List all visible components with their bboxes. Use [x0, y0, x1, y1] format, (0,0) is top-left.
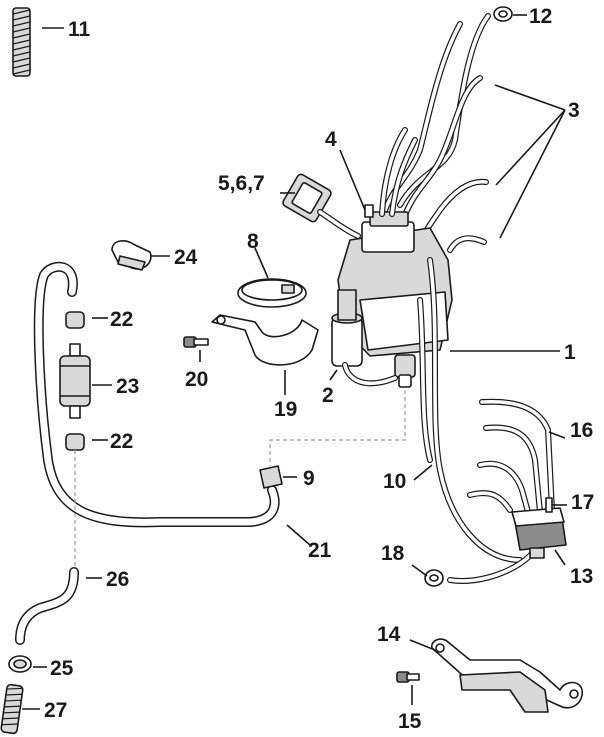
part-12-clamp — [493, 6, 513, 22]
callout-21: 21 — [308, 539, 332, 562]
part-17-pin — [545, 497, 553, 513]
part-10-wire — [417, 297, 433, 463]
part-14-bracket — [431, 638, 583, 713]
callout-2: 2 — [322, 384, 334, 407]
callout-11: 11 — [68, 18, 91, 41]
part-21-hose — [33, 261, 280, 528]
part-11-spring — [12, 7, 31, 77]
part-8-band — [237, 278, 307, 308]
part-24-clip — [111, 240, 152, 271]
dashed-connectors — [74, 390, 406, 575]
callout-4: 4 — [325, 128, 337, 151]
part-22-fitting-upper — [65, 311, 85, 329]
part-23-filter — [59, 343, 91, 419]
callout-1: 1 — [564, 341, 576, 364]
callout-18: 18 — [381, 542, 405, 565]
callout-26: 26 — [106, 568, 129, 591]
callout-24: 24 — [174, 246, 198, 269]
callout-17: 17 — [571, 491, 594, 514]
callout-5-6-7: 5,6,7 — [218, 172, 265, 195]
callout-3: 3 — [568, 99, 580, 122]
callout-14: 14 — [377, 623, 401, 646]
callout-23: 23 — [116, 375, 139, 398]
leader-lines — [22, 14, 567, 710]
part-2-coil — [331, 289, 398, 387]
part-15-screw — [396, 671, 420, 683]
callout-10: 10 — [383, 470, 406, 493]
callout-19: 19 — [274, 398, 297, 421]
callout-labels: 11 12 3 4 5,6,7 8 24 22 23 22 20 19 2 1 … — [44, 5, 594, 733]
part-22-fitting-lower — [65, 433, 85, 451]
part-19-bracket — [211, 314, 319, 366]
callout-15: 15 — [398, 710, 422, 733]
callout-20: 20 — [185, 368, 208, 391]
part-25-clamp — [8, 655, 32, 673]
callout-13: 13 — [570, 565, 593, 588]
part-13-relay — [511, 507, 567, 559]
part-9-cap — [259, 465, 283, 489]
part-20-screw — [183, 336, 209, 348]
part-18-clamp — [424, 569, 444, 587]
part-567-connector — [282, 173, 361, 239]
callout-27: 27 — [44, 699, 67, 722]
part-26-elbow-hose — [15, 567, 79, 645]
callout-9: 9 — [303, 467, 315, 490]
part-27-spring — [0, 683, 24, 735]
callout-12: 12 — [529, 5, 552, 28]
callout-16: 16 — [570, 419, 593, 442]
callout-22-upper: 22 — [110, 308, 133, 331]
callout-25: 25 — [50, 657, 74, 680]
callout-8: 8 — [247, 230, 259, 253]
callout-22-lower: 22 — [110, 430, 133, 453]
